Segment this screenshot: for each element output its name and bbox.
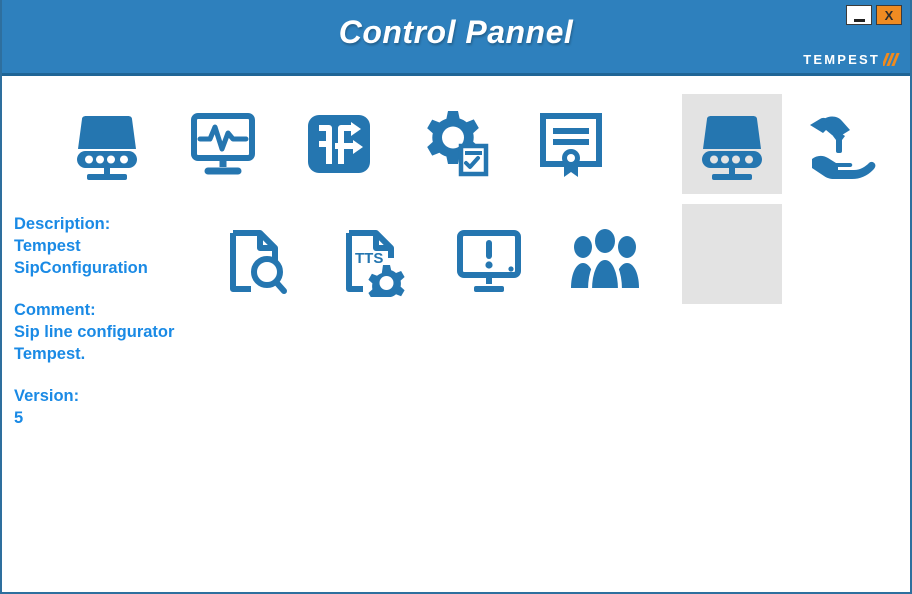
users-group-icon-button[interactable]: [555, 211, 655, 311]
document-search-icon-button[interactable]: [207, 211, 307, 311]
pbx-switchboard-icon: [69, 106, 145, 182]
brand-slashes-icon: [883, 53, 900, 66]
monitor-pulse-icon: [187, 108, 259, 180]
tts-settings-icon: TTS: [337, 225, 409, 297]
description-value: Tempest SipConfiguration: [14, 237, 148, 277]
call-routing-icon-button[interactable]: [289, 94, 389, 194]
description-label: Description:: [14, 215, 111, 233]
brand-text: TEMPEST: [803, 52, 880, 67]
content-area: TTS: [2, 76, 910, 591]
comment-value: Sip line configurator Tempest.: [14, 323, 175, 363]
info-panel: Description: Tempest SipConfiguration Co…: [14, 213, 194, 449]
description-block: Description: Tempest SipConfiguration: [14, 213, 194, 279]
minimize-button[interactable]: [846, 5, 872, 25]
gear-checklist-icon-button[interactable]: [405, 94, 505, 194]
pbx-switchboard-icon-button[interactable]: [57, 94, 157, 194]
tts-settings-icon-button[interactable]: TTS: [323, 211, 423, 311]
window-controls: X: [846, 5, 902, 25]
gear-checklist-icon: [418, 107, 492, 181]
tempest-logo: TEMPEST: [803, 52, 900, 67]
monitor-alert-icon: [453, 225, 525, 297]
document-search-icon: [221, 225, 293, 297]
sip-configuration-icon: [694, 106, 770, 182]
window-title: Control Pannel: [338, 14, 574, 50]
monitor-pulse-icon-button[interactable]: [173, 94, 273, 194]
call-routing-icon: [303, 108, 375, 180]
tts-label: TTS: [355, 250, 383, 267]
users-group-icon: [568, 224, 642, 298]
sip-configuration-icon-button[interactable]: [682, 204, 782, 304]
hands-service-icon-button[interactable]: [789, 94, 889, 194]
sip-configuration-selected-button[interactable]: [682, 94, 782, 194]
comment-block: Comment: Sip line configurator Tempest.: [14, 299, 194, 365]
certificate-icon-button[interactable]: [521, 94, 621, 194]
close-button[interactable]: X: [876, 5, 902, 25]
minimize-icon: [853, 19, 865, 22]
version-value: 5: [14, 409, 24, 427]
monitor-alert-icon-button[interactable]: [439, 211, 539, 311]
version-block: Version: 5: [14, 385, 194, 429]
comment-label: Comment:: [14, 301, 96, 319]
hands-service-icon: [802, 107, 876, 181]
version-label: Version:: [14, 387, 80, 405]
title-bar: Control Pannel X TEMPEST: [2, 0, 910, 76]
certificate-icon: [535, 108, 607, 180]
